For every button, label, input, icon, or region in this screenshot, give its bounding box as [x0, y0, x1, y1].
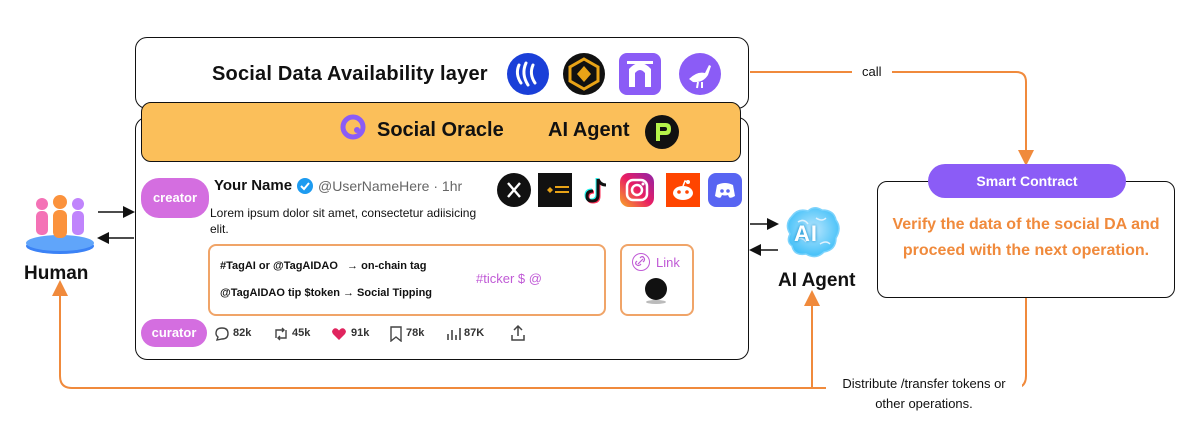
curator-tag: curator	[141, 319, 207, 347]
views-icon[interactable]	[446, 326, 462, 342]
social-oracle-label: Social Oracle	[377, 119, 504, 141]
repost-icon[interactable]	[272, 326, 290, 342]
bird-logo-icon	[679, 53, 721, 95]
tag-line-1: #TagAI or @TagAIDAO → on-chain tag	[220, 260, 427, 272]
comment-count: 82k	[233, 327, 252, 339]
tag-line-2: @TagAIDAO tip $token → Social Tipping	[220, 287, 433, 299]
discord-logo-icon	[708, 173, 742, 207]
steem-logo-icon	[507, 53, 549, 95]
binance-square-logo-icon	[538, 173, 572, 207]
smart-contract-text: Verify the data of the social DA and pro…	[892, 216, 1160, 259]
heart-icon[interactable]	[331, 326, 347, 342]
tag-examples-box	[208, 244, 606, 316]
human-label: Human	[24, 263, 89, 284]
smart-contract-title: Smart Contract	[928, 164, 1126, 198]
reddit-logo-icon	[666, 173, 700, 207]
instagram-logo-icon	[620, 173, 654, 207]
comment-icon[interactable]	[214, 326, 230, 342]
arch-logo-icon	[619, 53, 661, 95]
human-group-icon	[22, 192, 98, 258]
post-handle: @UserNameHere · 1hr	[318, 178, 463, 194]
post-author-name: Your Name	[214, 177, 293, 194]
oracle-logo-icon	[340, 114, 366, 140]
link-box[interactable]	[620, 244, 694, 316]
like-count: 91k	[351, 327, 370, 339]
call-label: call	[852, 64, 892, 79]
bnb-logo-icon	[563, 53, 605, 95]
repost-count: 45k	[292, 327, 311, 339]
creator-tag: creator	[141, 178, 209, 218]
link-label: Link	[656, 255, 680, 270]
link-preview-dot	[645, 278, 667, 300]
tiktok-logo-icon	[580, 173, 614, 207]
sda-title: Social Data Availability layer	[212, 63, 488, 85]
link-icon	[632, 253, 650, 271]
ai-badge-text: AI	[794, 221, 818, 246]
views-count: 87K	[464, 327, 485, 339]
call-connector	[750, 71, 1034, 166]
share-icon[interactable]	[510, 324, 526, 342]
oracle-ai-agent-label: AI Agent	[548, 119, 630, 141]
bookmark-icon[interactable]	[389, 326, 403, 342]
p-logo-icon	[645, 115, 679, 149]
ai-agent-label: AI Agent	[778, 270, 856, 291]
post-body: Lorem ipsum dolor sit amet, consectetur …	[210, 206, 477, 236]
ticker-text: #ticker $ @	[476, 271, 542, 286]
verified-badge-icon	[297, 178, 313, 194]
social-oracle-band	[141, 102, 741, 162]
smart-contract-box	[877, 181, 1175, 298]
distribute-label: Distribute /transfer tokens or other ope…	[826, 374, 1022, 414]
ai-brain-icon	[780, 204, 844, 264]
distribute-return-connector	[52, 280, 826, 389]
x-logo-icon	[497, 173, 531, 207]
save-count: 78k	[406, 327, 425, 339]
link-preview-shadow	[646, 300, 666, 304]
